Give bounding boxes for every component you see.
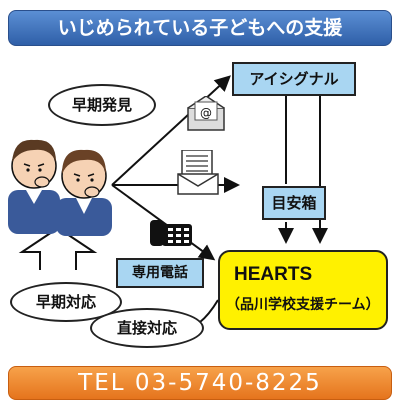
- early-response-bubble: 早期対応: [10, 282, 122, 322]
- suggestion-box: 目安箱: [262, 186, 326, 220]
- hearts-name: HEARTS: [234, 264, 313, 285]
- early-response-label: 早期対応: [35, 293, 96, 311]
- arrow-to-ai-signal: [111, 75, 231, 186]
- early-detection-label: 早期発見: [71, 96, 132, 114]
- direct-response-bubble: 直接対応: [90, 308, 204, 348]
- direct-response-label: 直接対応: [116, 319, 177, 337]
- worried-students-illustration: [8, 139, 112, 236]
- hearts-team-box: HEARTS （品川学校支援チーム）: [218, 250, 388, 330]
- dedicated-phone-label: 専用電話: [132, 265, 188, 281]
- suggestion-box-label: 目安箱: [271, 194, 317, 212]
- early-detection-bubble: 早期発見: [48, 84, 156, 126]
- tel-number: TEL 03-5740-8225: [78, 370, 322, 396]
- page-title-banner: いじめられている子どもへの支援: [8, 10, 392, 46]
- dedicated-phone-box: 専用電話: [116, 258, 204, 288]
- email-envelope-icon: @: [187, 96, 225, 131]
- page-title: いじめられている子どもへの支援: [57, 17, 343, 39]
- ai-signal-box: アイシグナル: [232, 62, 356, 96]
- hearts-subtitle: （品川学校支援チーム）: [226, 297, 380, 313]
- tel-banner: TEL 03-5740-8225: [8, 366, 392, 400]
- letter-envelope-icon: [177, 150, 219, 195]
- svg-text:@: @: [200, 106, 212, 120]
- ai-signal-label: アイシグナル: [249, 70, 339, 88]
- fax-phone-icon: [150, 220, 192, 246]
